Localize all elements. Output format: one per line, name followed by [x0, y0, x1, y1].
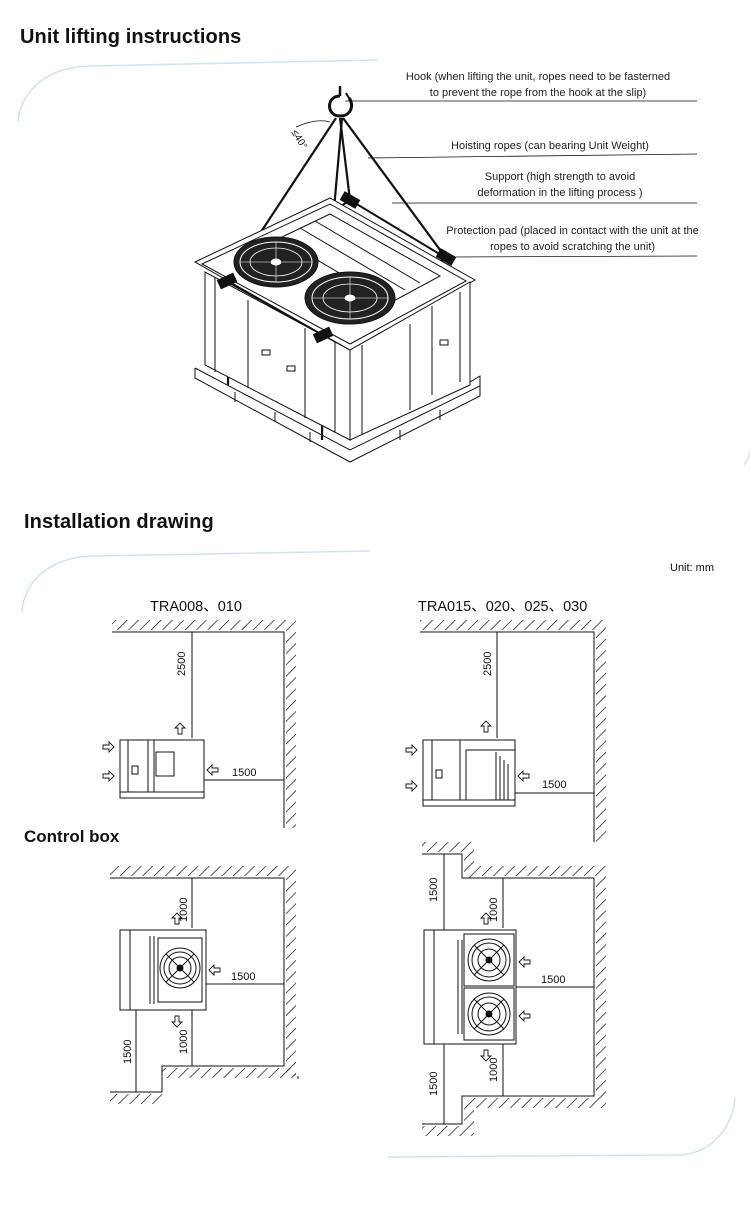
fan-icon [467, 938, 511, 982]
hook-label: Hook (when lifting the unit, ropes need … [405, 71, 671, 99]
fan-icon [467, 992, 511, 1036]
fan-icon [159, 947, 201, 989]
unit-small-side [119, 739, 205, 799]
pad-label: Protection pad (placed in contact with t… [446, 225, 699, 253]
dim-1500-control-right: 1500 [541, 974, 566, 986]
lifting-section-title: Unit lifting instructions [20, 26, 242, 48]
dim-1000-bottom-left: 1000 [178, 1029, 190, 1054]
model-left-title: TRA008、010 [150, 599, 242, 615]
dim-1500-left: 1500 [232, 767, 257, 779]
dim-1500-side-left: 1500 [122, 1039, 134, 1064]
fan-icon [233, 236, 319, 288]
unit-small-top [119, 929, 207, 1011]
dim-1500-bottom-right: 1500 [428, 1071, 440, 1096]
unit-large-side [422, 739, 516, 807]
dim-1500-control-left: 1500 [231, 971, 256, 983]
wall-hatch [112, 620, 296, 828]
ropes-label: Hoisting ropes (can bearing Unit Weight) [451, 140, 649, 152]
model-right-title: TRA015、020、025、030 [418, 599, 588, 615]
dim-1500-right: 1500 [542, 779, 567, 791]
dim-2500-right: 2500 [482, 651, 494, 676]
hook-icon [328, 86, 354, 118]
protection-pads [216, 191, 457, 344]
control-box-title: Control box [24, 827, 120, 846]
lifting-diagram [193, 86, 698, 463]
dim-1000-bottom-right: 1000 [488, 1057, 500, 1082]
wall-hatch [110, 866, 296, 1104]
support-label: Support (high strength to avoid deformat… [477, 171, 643, 199]
wall-hatch [420, 620, 606, 842]
airflow-arrow-icons [102, 720, 531, 1062]
dim-1500-top-right: 1500 [428, 877, 440, 902]
installation-section-title: Installation drawing [24, 511, 214, 533]
fan-icon [304, 271, 396, 325]
dim-2500-left: 2500 [176, 651, 188, 676]
unit-note: Unit: mm [670, 562, 714, 574]
dim-1000-top-right: 1000 [488, 897, 500, 922]
dim-1000-top-left: 1000 [178, 897, 190, 922]
